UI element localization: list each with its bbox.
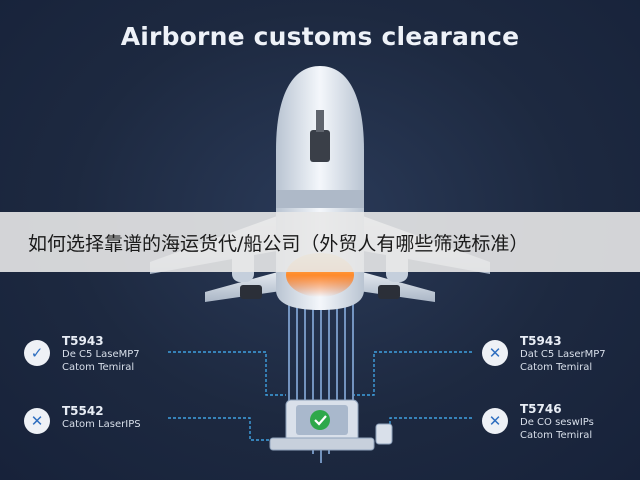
checkpoint-line: De C5 LaseMP7 <box>62 349 140 360</box>
checkpoint-code: T5943 <box>62 334 104 348</box>
check-icon: ✓ <box>24 340 50 366</box>
checkpoint-code: T5943 <box>520 334 562 348</box>
checkpoint-bottom-left: T5542 Catom LaserIPS <box>62 404 141 431</box>
checkpoint-line: Catom Temiral <box>62 362 135 373</box>
scanner-terminal-icon <box>269 399 393 451</box>
checkpoint-top-right: T5943 Dat C5 LaserMP7 Catom Temiral <box>520 334 606 374</box>
checkpoint-line: Catom LaserIPS <box>62 419 141 430</box>
cross-icon: ✕ <box>482 408 508 434</box>
banner-text: 如何选择靠谱的海运货代/船公司（外贸人有哪些筛选标准） <box>28 233 529 255</box>
cross-icon: ✕ <box>24 408 50 434</box>
checkpoint-line: Catom Temiral <box>520 362 593 373</box>
data-stream <box>288 294 354 463</box>
cross-icon: ✕ <box>482 340 508 366</box>
checkpoint-line: De CO seswIPs <box>520 417 594 428</box>
checkpoint-top-left: T5943 De C5 LaseMP7 Catom Temiral <box>62 334 140 374</box>
checkpoint-code: T5746 <box>520 402 562 416</box>
overlay-banner <box>0 212 640 272</box>
checkpoint-code: T5542 <box>62 404 104 418</box>
checkpoint-bottom-right: T5746 De CO seswIPs Catom Temiral <box>520 402 594 442</box>
checkpoint-line: Catom Temiral <box>520 430 593 441</box>
page-title: Airborne customs clearance <box>120 22 520 51</box>
checkpoint-line: Dat C5 LaserMP7 <box>520 349 606 360</box>
